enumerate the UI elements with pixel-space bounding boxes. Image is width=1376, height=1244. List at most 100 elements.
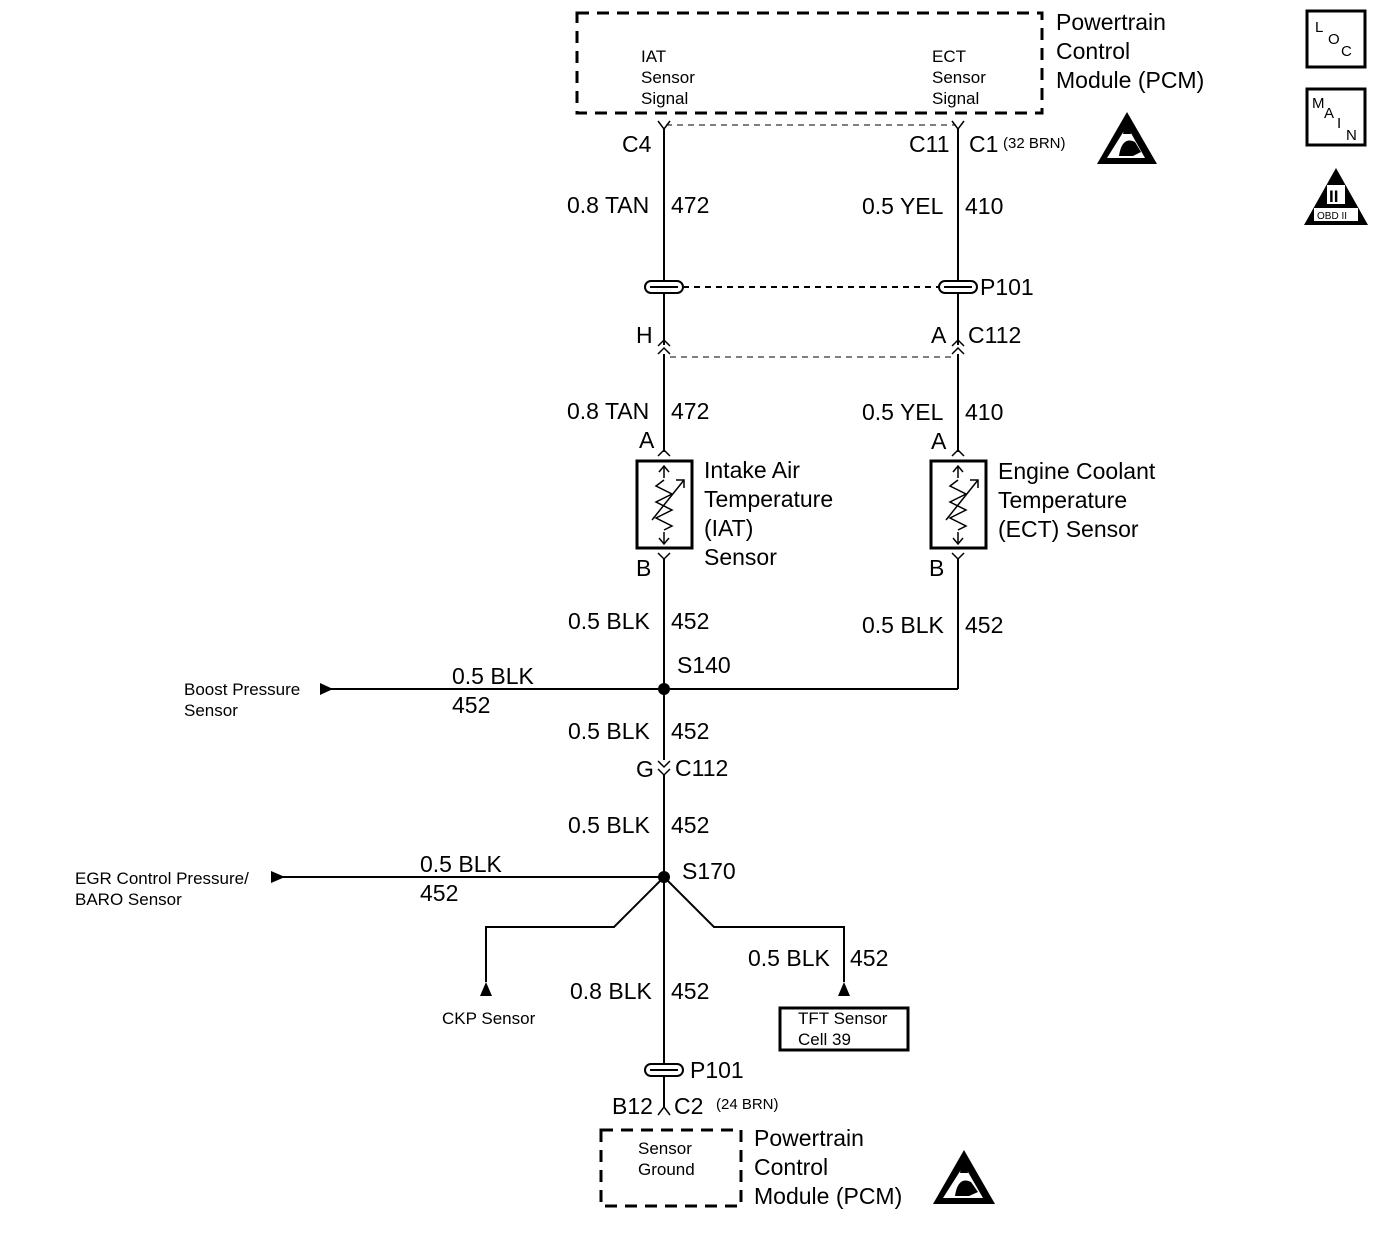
ect-signal-label-2: Sensor xyxy=(932,68,986,87)
iat-sensor-label-1: Intake Air xyxy=(704,457,800,483)
wire-below-s140-color: 0.5 BLK xyxy=(568,718,650,744)
wire-iat-upper-color: 0.8 TAN xyxy=(567,192,649,218)
iat-sensor-label-3: (IAT) xyxy=(704,515,753,541)
wire-ect-ground-color: 0.5 BLK xyxy=(862,612,944,638)
wire-iat-ground-color: 0.5 BLK xyxy=(568,608,650,634)
pcm-bottom: Sensor Ground Powertrain Control Module … xyxy=(599,1125,902,1209)
svg-text:M: M xyxy=(1312,95,1325,112)
pcm-top-title-3: Module (PCM) xyxy=(1056,67,1204,93)
ect-signal-label-1: ECT xyxy=(932,47,966,66)
svg-text:N: N xyxy=(1346,127,1357,144)
pcm-top-title-1: Powertrain xyxy=(1056,9,1166,35)
pcm-bottom-title-1: Powertrain xyxy=(754,1125,864,1151)
connector-p101-top: P101 xyxy=(980,274,1034,300)
ect-sensor-label-2: Temperature xyxy=(998,487,1127,513)
ect-pin-b: B xyxy=(929,555,944,581)
wire-main-ground-circuit: 452 xyxy=(671,978,709,1004)
c112-pin-h: H xyxy=(636,322,653,348)
ckp-ref-label: CKP Sensor xyxy=(442,1009,536,1028)
connector-c1: C1 xyxy=(969,131,998,157)
p101-bottom-connector xyxy=(644,1063,684,1077)
wire-ect-upper-circuit: 410 xyxy=(965,193,1003,219)
wire-iat-upper-circuit: 472 xyxy=(671,192,709,218)
main-icon: M A I N xyxy=(1305,87,1367,147)
wire-iat-lower-circuit: 472 xyxy=(671,398,709,424)
wire-egr-circuit: 452 xyxy=(420,880,458,906)
iat-signal-label-2: Sensor xyxy=(641,68,695,87)
c112-pin-g: G xyxy=(636,756,654,782)
svg-text:A: A xyxy=(1324,105,1334,122)
wire-ect-lower-color: 0.5 YEL xyxy=(862,399,944,425)
p101-top-connector xyxy=(644,280,978,294)
tft-arrow-icon xyxy=(838,982,850,996)
wire-below-c112-color: 0.5 BLK xyxy=(568,812,650,838)
pcm-top-title-2: Control xyxy=(1056,38,1130,64)
ckp-arrow-icon xyxy=(480,982,492,996)
wire-ect-ground-circuit: 452 xyxy=(965,612,1003,638)
splice-s170-label: S170 xyxy=(682,858,736,884)
pin-c4: C4 xyxy=(622,131,652,157)
svg-text:C: C xyxy=(1341,43,1352,60)
wire-iat-ground-circuit: 452 xyxy=(671,608,709,634)
ect-sensor-label-3: (ECT) Sensor xyxy=(998,516,1139,542)
svg-text:I: I xyxy=(1337,115,1341,132)
svg-text:O: O xyxy=(1328,31,1340,48)
egr-ref-label-2: BARO Sensor xyxy=(75,890,182,909)
wire-boost-color: 0.5 BLK xyxy=(452,663,534,689)
tft-ref-label-2: Cell 39 xyxy=(798,1030,851,1049)
obd-ii-icon: II OBD II xyxy=(1304,168,1368,225)
connector-c2: C2 xyxy=(674,1093,703,1119)
tft-ref-label-1: TFT Sensor xyxy=(798,1009,888,1028)
iat-sensor-label-4: Sensor xyxy=(704,544,777,570)
ect-pin-a: A xyxy=(931,428,947,454)
connector-p101-bottom: P101 xyxy=(690,1057,744,1083)
wire-tft-circuit: 452 xyxy=(850,945,888,971)
wire-main-ground-color: 0.8 BLK xyxy=(570,978,652,1004)
esd-warning-icon-bottom xyxy=(933,1150,995,1204)
wire-below-c112-circuit: 452 xyxy=(671,812,709,838)
ect-sensor: A B Engine Coolant Temperature (ECT) Sen… xyxy=(929,428,1156,581)
connector-c112-lower: C112 xyxy=(675,755,728,781)
loc-icon: L O C xyxy=(1305,9,1367,69)
connector-c1-note: (32 BRN) xyxy=(1003,135,1066,152)
tft-ref-box xyxy=(778,1006,910,1052)
wire-boost-circuit: 452 xyxy=(452,692,490,718)
pcm-top: IAT Sensor Signal ECT Sensor Signal Powe… xyxy=(575,9,1204,115)
egr-ref-label-1: EGR Control Pressure/ xyxy=(75,869,249,888)
ground-wiring: 0.5 BLK 452 0.5 BLK 452 S140 Boost Press… xyxy=(75,559,1003,1119)
iat-signal-label-1: IAT xyxy=(641,47,666,66)
pcm-bottom-title-3: Module (PCM) xyxy=(754,1183,902,1209)
boost-ref-label-2: Sensor xyxy=(184,701,238,720)
pcm-bottom-box xyxy=(599,1128,743,1208)
egr-arrow-icon xyxy=(271,871,285,883)
pin-c11: C11 xyxy=(909,131,950,157)
pcm-top-box xyxy=(575,11,1044,115)
sensor-ground-label-2: Ground xyxy=(638,1160,695,1179)
c112-pin-a: A xyxy=(931,322,947,348)
wire-tft-color: 0.5 BLK xyxy=(748,945,830,971)
svg-text:L: L xyxy=(1315,19,1323,36)
connector-c112: C112 xyxy=(968,322,1021,348)
ect-signal-label-3: Signal xyxy=(932,89,979,108)
svg-text:OBD II: OBD II xyxy=(1317,211,1347,222)
wire-ect-upper-color: 0.5 YEL xyxy=(862,193,944,219)
splice-s140-label: S140 xyxy=(677,652,731,678)
pin-b12: B12 xyxy=(612,1093,653,1119)
boost-arrow-icon xyxy=(320,683,333,695)
wire-below-s140-circuit: 452 xyxy=(671,718,709,744)
wire-iat-lower-color: 0.8 TAN xyxy=(567,398,649,424)
iat-sensor: A B Intake Air Temperature (IAT) Sensor xyxy=(635,427,833,581)
iat-pin-b: B xyxy=(636,555,651,581)
boost-ref-label-1: Boost Pressure xyxy=(184,680,300,699)
iat-pin-a: A xyxy=(639,427,655,453)
iat-sensor-label-2: Temperature xyxy=(704,486,833,512)
iat-signal-label-3: Signal xyxy=(641,89,688,108)
esd-warning-icon xyxy=(1097,112,1157,164)
ect-sensor-label-1: Engine Coolant xyxy=(998,458,1156,484)
svg-text:II: II xyxy=(1329,187,1338,206)
wire-ect-lower-circuit: 410 xyxy=(965,399,1003,425)
connector-c2-note: (24 BRN) xyxy=(716,1096,779,1113)
upper-wiring: C4 C11 C1 (32 BRN) 0.8 TAN 472 0.5 YEL 4… xyxy=(567,120,1066,452)
splice-s140 xyxy=(658,683,670,695)
